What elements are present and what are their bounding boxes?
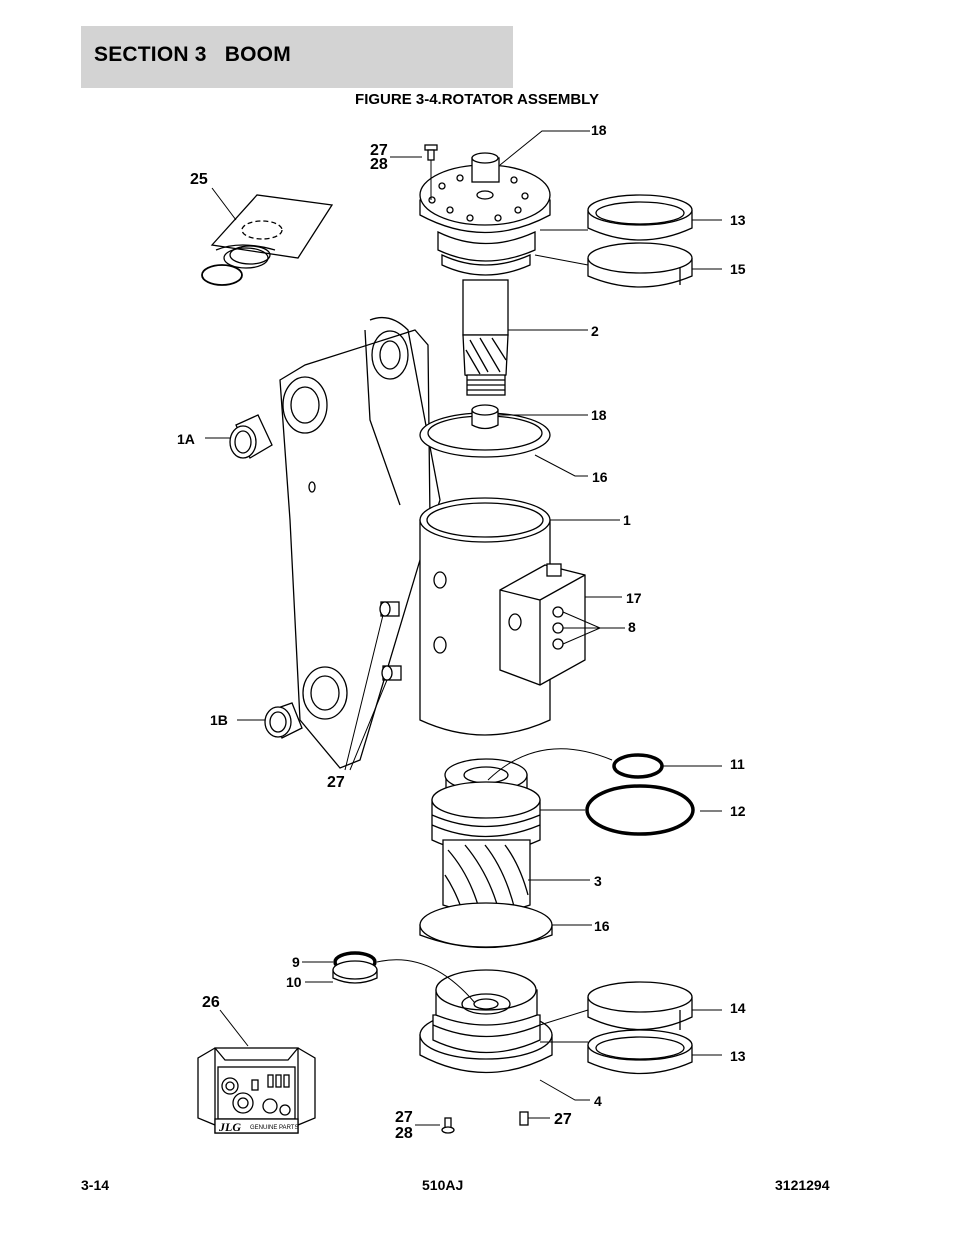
callout-28-bottom: 28 <box>395 1125 413 1142</box>
ring-13-top <box>587 194 693 241</box>
callout-2: 2 <box>591 323 599 339</box>
seal-12 <box>585 784 695 836</box>
plug-lower <box>381 665 402 681</box>
callout-16-bottom: 16 <box>594 918 610 934</box>
footer-doc-number: 3121294 <box>775 1177 830 1193</box>
mounting-bracket <box>279 316 441 769</box>
callout-9: 9 <box>292 954 300 970</box>
callout-27-bottom-right: 27 <box>554 1111 572 1128</box>
callout-13-bottom: 13 <box>730 1048 746 1064</box>
callout-1: 1 <box>623 512 631 528</box>
leader-lines <box>205 130 722 1126</box>
ring-13-bottom <box>587 1029 693 1075</box>
ring-15 <box>587 242 693 288</box>
thrust-washer-bottom <box>419 902 553 949</box>
plug-upper <box>379 601 400 617</box>
callout-15: 15 <box>730 261 746 277</box>
seal-kit-bag <box>201 194 334 286</box>
callout-12: 12 <box>730 803 746 819</box>
thrust-washer-top <box>419 404 551 458</box>
callout-1b: 1B <box>210 712 228 728</box>
bushing-1b <box>264 702 303 739</box>
callout-27-bottom-left: 27 <box>395 1109 413 1126</box>
callout-18-mid: 18 <box>591 407 607 423</box>
kit-logo: JLG <box>218 1120 241 1134</box>
bushing-1a <box>229 414 273 459</box>
callout-3: 3 <box>594 873 602 889</box>
section-title: SECTION 3 BOOM <box>94 43 291 66</box>
screw-bottom <box>441 1117 455 1134</box>
callout-17: 17 <box>626 590 642 606</box>
seal-11 <box>612 753 664 779</box>
ring-14 <box>587 981 693 1031</box>
callout-25: 25 <box>190 171 208 188</box>
footer-model: 510AJ <box>422 1177 464 1193</box>
callout-18-top: 18 <box>591 122 607 138</box>
bottom-end-cap <box>419 969 553 1074</box>
figure-title: FIGURE 3-4.ROTATOR ASSEMBLY <box>355 91 599 108</box>
shaft <box>462 279 509 396</box>
callout-26: 26 <box>202 994 220 1011</box>
kit-genuine-parts: GENUINE PARTS <box>250 1125 298 1131</box>
parts-kit-box: JLG GENUINE PARTS <box>197 1047 316 1134</box>
callout-14: 14 <box>730 1000 746 1016</box>
callout-10: 10 <box>286 974 302 990</box>
callout-27-mid: 27 <box>327 774 345 791</box>
section-header: SECTION 3 BOOM <box>81 26 513 88</box>
footer-page-number: 3-14 <box>81 1177 110 1193</box>
rotator-housing <box>419 497 586 736</box>
top-end-cap <box>419 152 551 276</box>
callout-1a: 1A <box>177 431 195 447</box>
callout-13-top: 13 <box>730 212 746 228</box>
callout-4: 4 <box>594 1093 602 1109</box>
piston <box>431 758 541 916</box>
plug-bottom <box>519 1111 529 1126</box>
callout-27-top: 27 <box>370 142 388 159</box>
callout-11: 11 <box>730 756 745 772</box>
screw-top <box>424 144 438 161</box>
wear-ring-10 <box>332 960 378 984</box>
callout-16-top: 16 <box>592 469 608 485</box>
callout-28-top: 28 <box>370 156 388 173</box>
callout-8: 8 <box>628 619 636 635</box>
